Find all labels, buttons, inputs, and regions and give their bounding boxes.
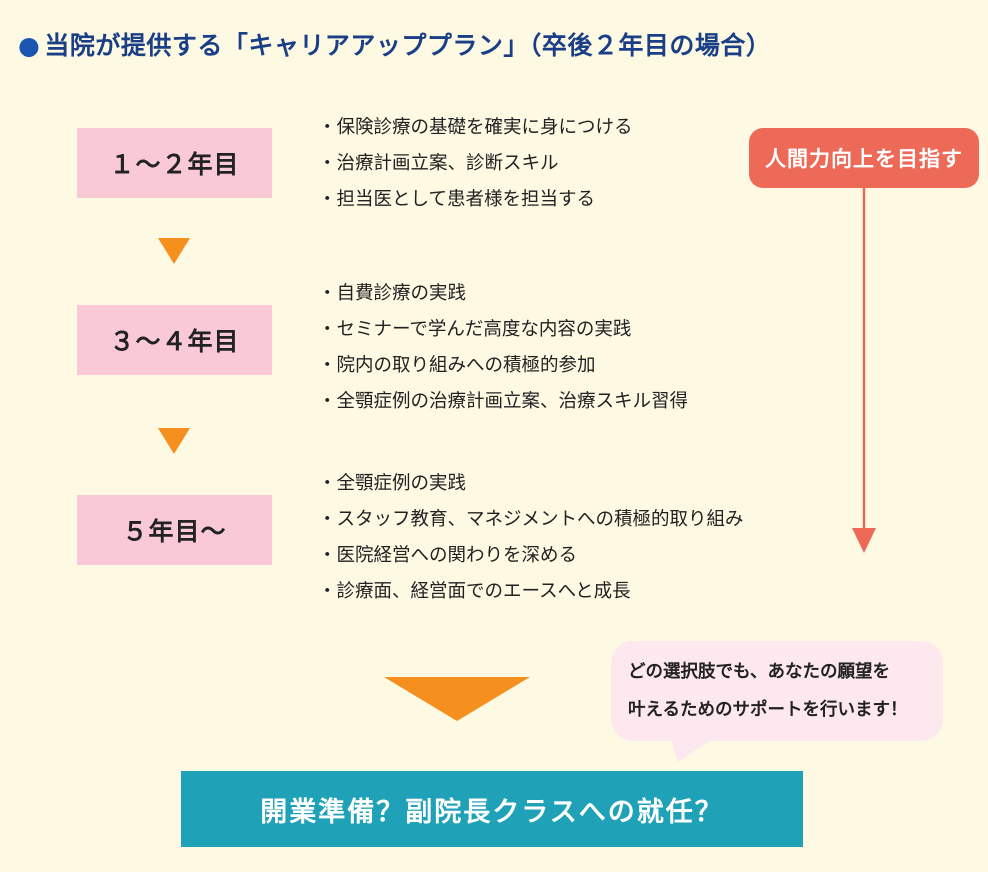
bubble-line-1: どの選択肢でも、あなたの願望を [628,662,890,682]
list-item: ・セミナーで学んだ高度な内容の実践 [318,319,632,340]
list-item: ・自費診療の実践 [318,283,467,304]
list-item: ・担当医として患者様を担当する [318,189,595,210]
bubble-line-2: 叶えるためのサポートを行います！ [628,700,908,720]
list-item: ・院内の取り組みへの積極的参加 [318,355,596,376]
human-growth-badge: 人間力向上を目指す [749,128,979,188]
stage-box-1: １～２年目 [77,128,272,198]
down-arrow-1 [158,238,190,264]
stage-box-3: ５年目～ [77,495,272,565]
bubble-tail [670,738,714,762]
title-text: 当院が提供する「キャリアアッププラン」（卒後２年目の場合） [44,31,772,60]
stage-box-2: ３～４年目 [77,305,272,375]
list-item: ・全顎症例の治療計画立案、治療スキル習得 [318,391,689,412]
stage-2-items: ・自費診療の実践 ・セミナーで学んだ高度な内容の実践 ・院内の取り組みへの積極的… [318,276,688,420]
list-item: ・保険診療の基礎を確実に身につける [318,117,633,138]
goal-box: 開業準備？副院長クラスへの就任？ [181,771,803,847]
support-speech-bubble: どの選択肢でも、あなたの願望を 叶えるためのサポートを行います！ [611,641,943,741]
down-arrow-2 [158,428,190,454]
page-title: ●当院が提供する「キャリアアッププラン」（卒後２年目の場合） [18,26,771,62]
list-item: ・全顎症例の実践 [318,473,467,494]
arrow-head [852,528,876,553]
title-bullet: ● [18,31,41,60]
big-down-arrow [384,677,530,721]
list-item: ・医院経営への関わりを深める [318,545,578,566]
list-item: ・治療計画立案、診断スキル [318,153,559,174]
stage-1-items: ・保険診療の基礎を確実に身につける ・治療計画立案、診断スキル ・担当医として患… [318,110,633,218]
list-item: ・診療面、経営面でのエースへと成長 [318,581,631,602]
list-item: ・スタッフ教育、マネジメントへの積極的取り組み [318,509,744,530]
stage-3-items: ・全顎症例の実践 ・スタッフ教育、マネジメントへの積極的取り組み ・医院経営への… [318,466,744,610]
